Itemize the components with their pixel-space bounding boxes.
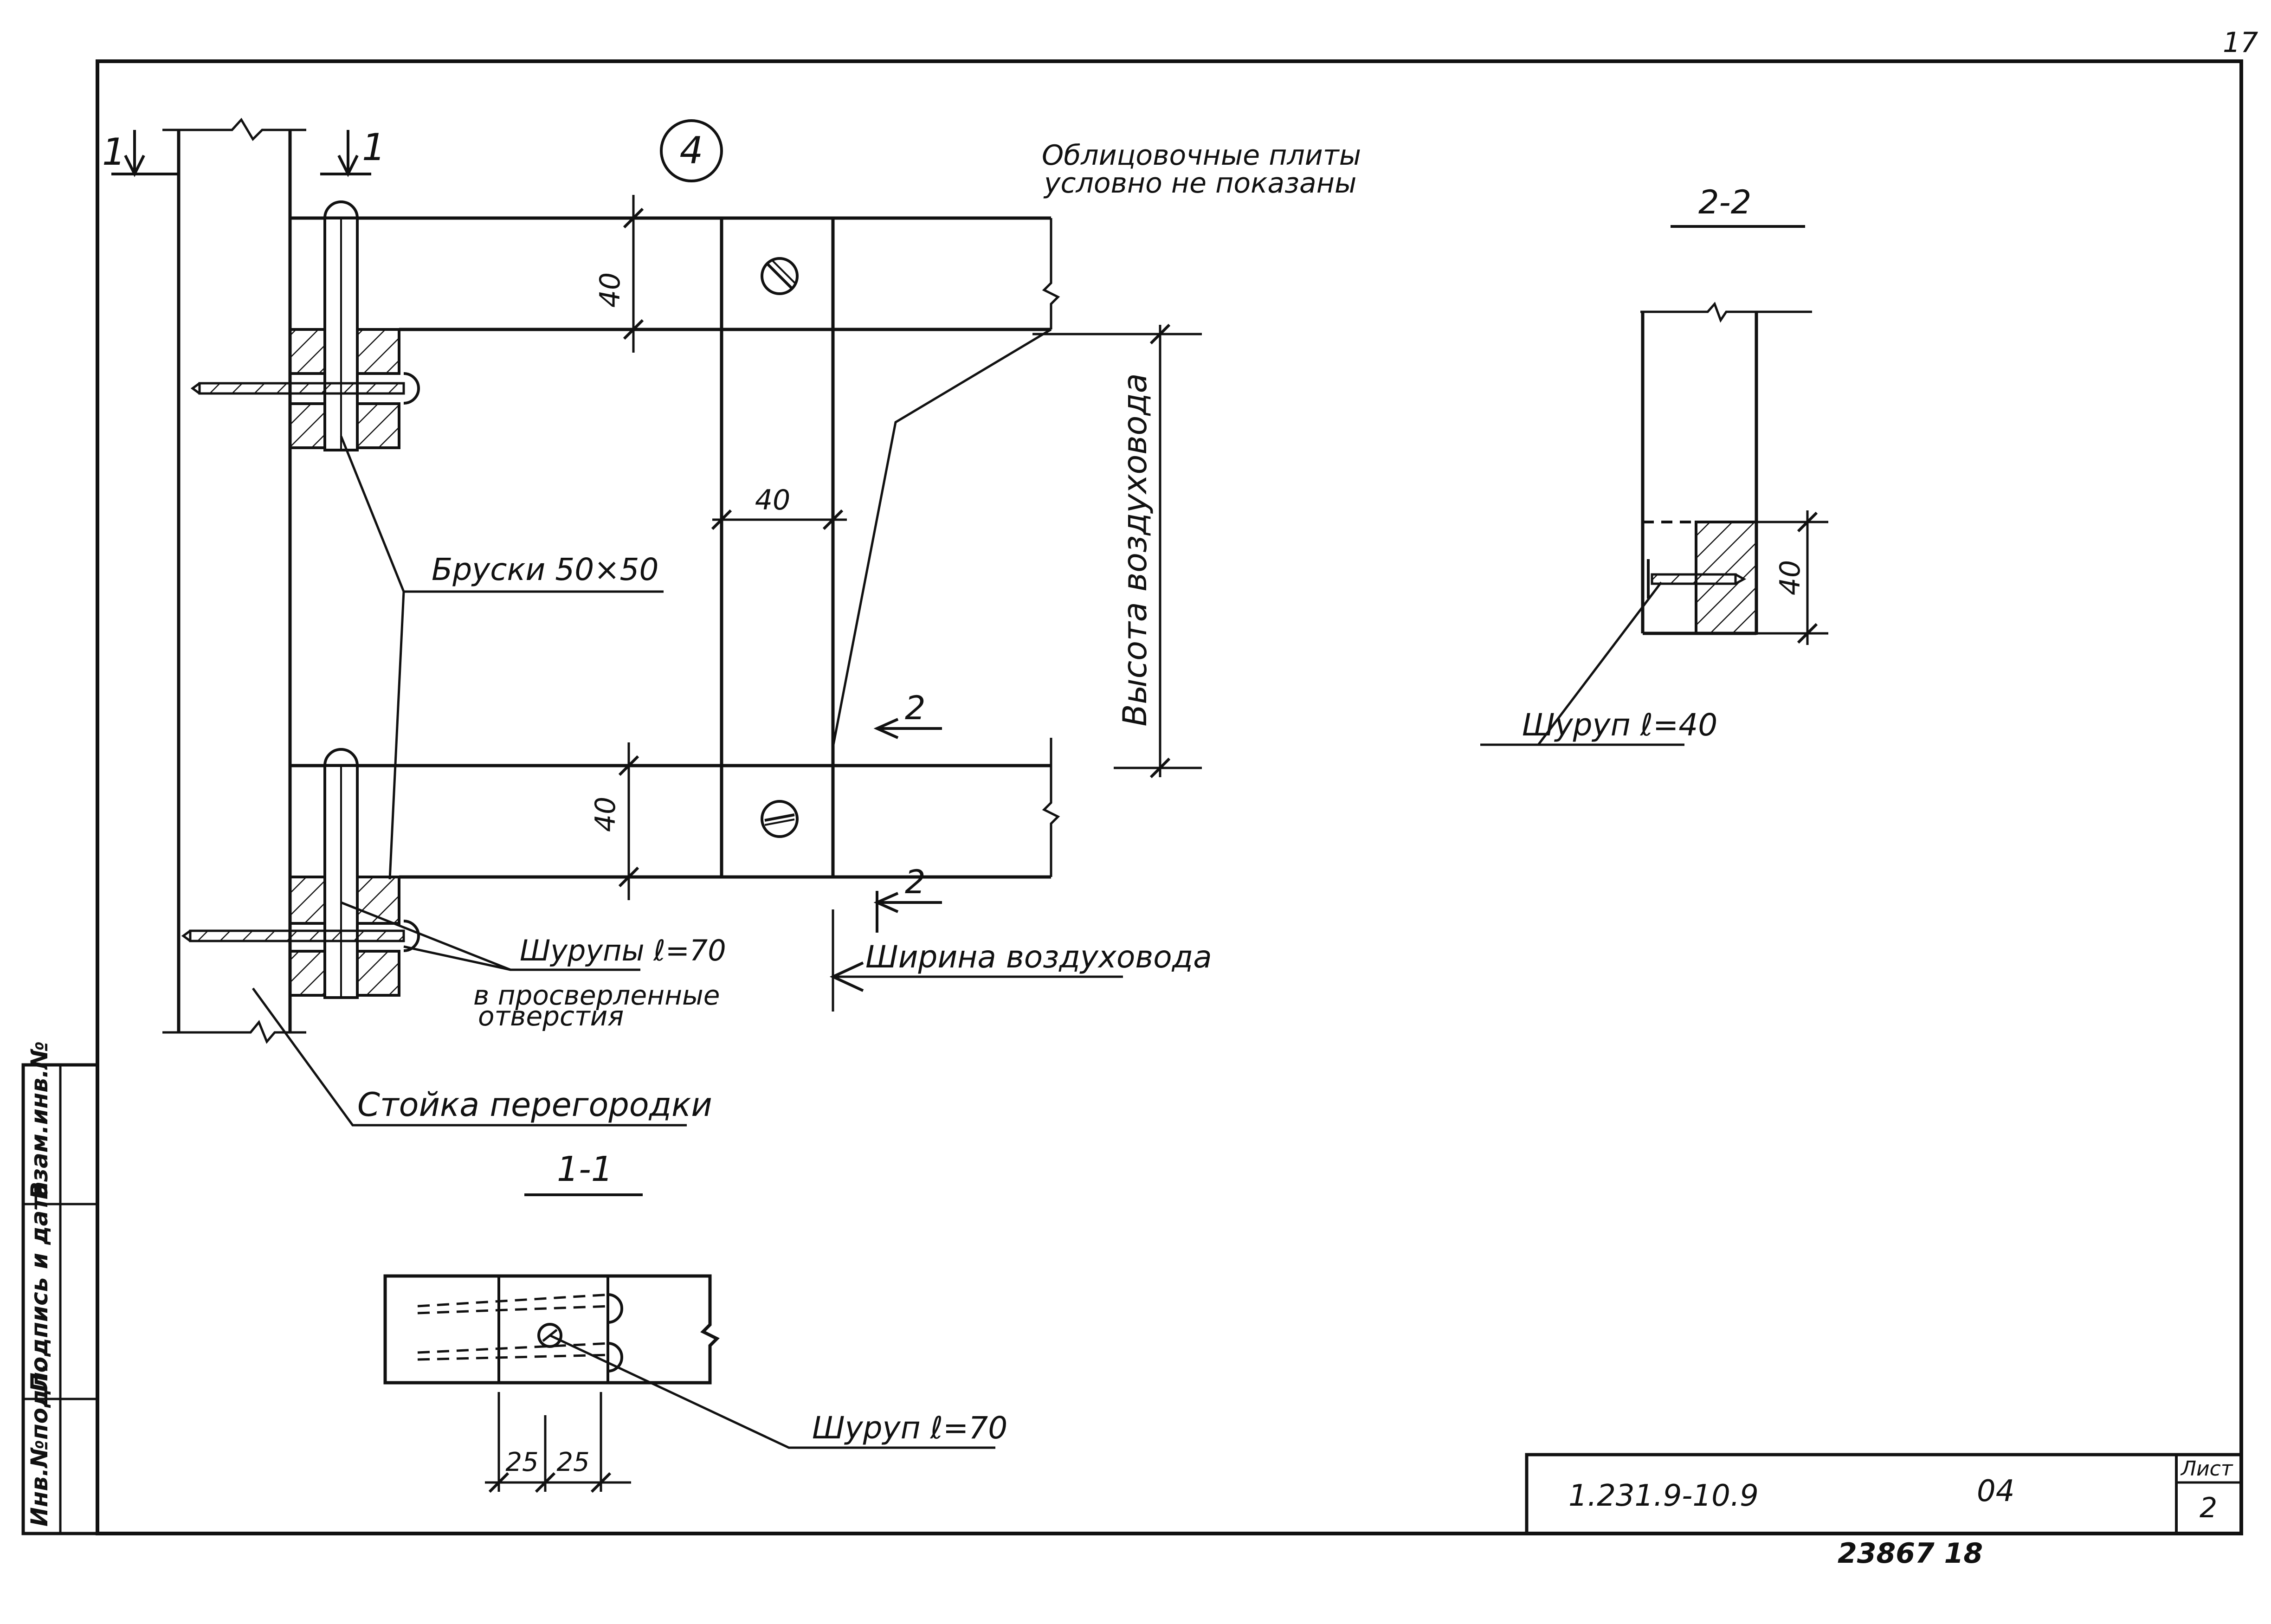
title-block-part: 04 [1977, 1474, 2014, 1508]
section-title-1-1: 1-1 [557, 1149, 613, 1189]
section-mark-1-right: 1 [362, 126, 386, 169]
post-label: Стойка перегородки [357, 1086, 712, 1124]
cladding-note-line1: Облицовочные плиты [1042, 139, 1361, 172]
detail-number-circle [660, 119, 723, 182]
section-1-1: 1-1 Шуруп ℓ=70 25 25 [383, 1149, 1007, 1493]
screw-70-label: Шуруп ℓ=70 [812, 1410, 1007, 1446]
title-block-code: 1.231.9-10.9 [1568, 1479, 1759, 1513]
duct-width-label: Ширина воздуховода [865, 939, 1212, 975]
title-block-sheet-label: Лист [2180, 1457, 2233, 1481]
screw-head-icon [761, 800, 799, 838]
detail-number: 4 [680, 129, 703, 172]
title-block-sheet-value: 2 [2200, 1492, 2217, 1524]
dimension-strap-width: 40 [755, 484, 790, 516]
nail [198, 382, 405, 395]
screw-head-icon [761, 257, 799, 295]
dimension-section-1-1-left: 25 [505, 1447, 538, 1477]
section-title-2-2: 2-2 [1698, 183, 1751, 221]
section-mark-2-lower: 2 [905, 863, 926, 901]
main-detail: 1 1 4 40 40 40 Высота воздуховода [102, 117, 1361, 1127]
bars-label: Бруски 50×50 [432, 552, 659, 587]
nail [189, 929, 405, 942]
cladding-note-line2: условно не показаны [1043, 167, 1356, 200]
section-mark-1-left: 1 [102, 130, 126, 174]
side-stamp: Инв.№подл. Подпись и дата Взам.инв.№ [21, 1041, 99, 1535]
dimension-section-2-2: 40 [1774, 560, 1806, 595]
dimension-top-bar: 40 [594, 272, 626, 308]
screws-70-label-line3: отверстия [478, 1000, 624, 1032]
duct-height-label: Высота воздуховода [1116, 373, 1154, 726]
stamp-inventory-no: Инв.№подл. [26, 1363, 53, 1527]
stamp-signature-date: Подпись и дата [26, 1181, 53, 1392]
title-block: 1.231.9-10.9 04 Лист 2 [1525, 1453, 2241, 1534]
screw-40-label: Шуруп ℓ=40 [1522, 707, 1717, 743]
stamp-replaced-no: Взам.инв.№ [26, 1041, 53, 1199]
sheet-number-top: 17 [2223, 26, 2258, 59]
screw-head-icon [537, 1323, 562, 1348]
nail [1651, 573, 1737, 585]
dimension-bottom-bar: 40 [589, 797, 622, 832]
dimension-section-1-1-right: 25 [556, 1447, 589, 1477]
footer-number: 23867 18 [1838, 1537, 1983, 1570]
screws-70-label-line2: в просверленные [473, 980, 720, 1011]
section-mark-2-upper: 2 [905, 689, 926, 727]
drawing-frame [96, 59, 2243, 1535]
screws-70-label-line1: Шурупы ℓ=70 [520, 934, 726, 967]
section-2-2: 2-2 40 Шуруп ℓ=40 [1480, 183, 1828, 746]
